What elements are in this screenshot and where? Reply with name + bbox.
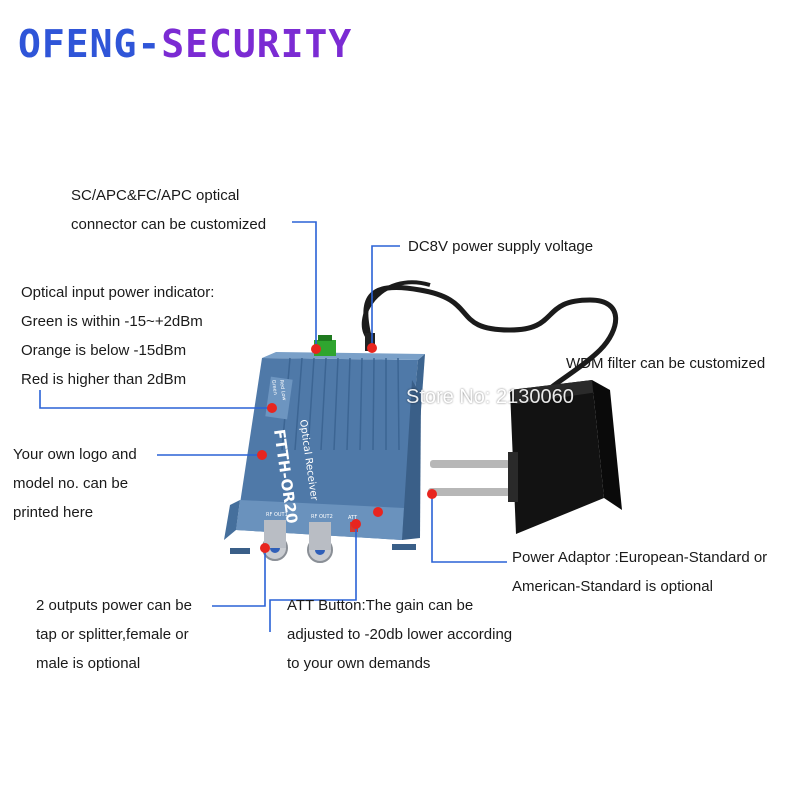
dot-logo bbox=[257, 450, 267, 460]
brand-logo: OFENG-SECURITY bbox=[18, 22, 352, 66]
power-cable bbox=[363, 284, 619, 393]
callout-connector-line1: SC/APC&FC/APC optical bbox=[71, 187, 240, 204]
device-led-label-red: Red Low bbox=[278, 379, 287, 401]
callout-att: ATT Button:The gain can be adjusted to -… bbox=[287, 591, 512, 678]
callout-wdm: WDM filter can be customized bbox=[566, 349, 765, 378]
dot-outputs bbox=[260, 543, 270, 553]
callout-logo-line2: model no. can be bbox=[13, 475, 129, 492]
callout-indicator: Optical input power indicator: Green is … bbox=[21, 278, 214, 394]
callout-outputs: 2 outputs power can be tap or splitter,f… bbox=[36, 591, 192, 678]
callout-indicator-line3: Orange is below -15dBm bbox=[21, 342, 187, 359]
dot-power bbox=[367, 343, 377, 353]
leader-adaptor bbox=[431, 495, 507, 563]
device-port2-label: RF OUT2 bbox=[311, 514, 333, 520]
callout-logo-line1: Your own logo and bbox=[13, 446, 137, 463]
brand-part1: OFENG- bbox=[18, 22, 162, 66]
callout-att-line2: adjusted to -20db lower according bbox=[287, 626, 513, 643]
leader-indicator bbox=[39, 390, 270, 409]
dot-adaptor bbox=[427, 489, 437, 499]
leader-outputs bbox=[212, 548, 266, 607]
device-att-label: ATT bbox=[348, 515, 358, 521]
device-port1-label: RF OUT1 bbox=[266, 512, 288, 518]
power-cable-2 bbox=[361, 280, 431, 342]
callout-outputs-line2: tap or splitter,female or bbox=[36, 626, 189, 643]
dot-connector bbox=[311, 344, 321, 354]
power-adaptor bbox=[428, 380, 622, 534]
optical-receiver-device bbox=[224, 333, 425, 563]
callout-outputs-line3: male is optional bbox=[36, 655, 141, 672]
leader-att bbox=[269, 522, 357, 632]
store-watermark: Store No: 2130060 bbox=[406, 386, 574, 408]
callout-adaptor: Power Adaptor :European-Standard or Amer… bbox=[512, 543, 800, 601]
callout-logo-line3: printed here bbox=[13, 504, 94, 521]
callout-adaptor-line2: American-Standard is optional bbox=[512, 578, 713, 595]
callout-indicator-line4: Red is higher than 2dBm bbox=[21, 371, 187, 388]
callout-logo: Your own logo and model no. can be print… bbox=[13, 440, 137, 527]
callout-power-supply: DC8V power supply voltage bbox=[408, 232, 593, 261]
dot-right bbox=[373, 507, 383, 517]
callout-att-line1: ATT Button:The gain can be bbox=[287, 597, 474, 614]
device-led-label-green: Green bbox=[270, 379, 278, 395]
dot-att bbox=[351, 519, 361, 529]
callout-connector-line2: connector can be customized bbox=[71, 216, 267, 233]
callout-indicator-line1: Optical input power indicator: bbox=[21, 284, 215, 301]
leader-connector bbox=[292, 221, 317, 345]
brand-part2: SECURITY bbox=[161, 22, 353, 66]
callout-connector: SC/APC&FC/APC optical connector can be c… bbox=[71, 181, 266, 239]
dot-indicator bbox=[267, 403, 277, 413]
callout-wdm-line1: WDM filter can be customized bbox=[566, 355, 766, 372]
callout-adaptor-line1: Power Adaptor :European-Standard or bbox=[512, 549, 768, 566]
callout-power-supply-line1: DC8V power supply voltage bbox=[408, 238, 594, 255]
callout-indicator-line2: Green is within -15~+2dBm bbox=[21, 313, 203, 330]
leader-power-supply bbox=[371, 245, 400, 345]
callout-outputs-line1: 2 outputs power can be bbox=[36, 597, 192, 614]
callout-att-line3: to your own demands bbox=[287, 655, 431, 672]
